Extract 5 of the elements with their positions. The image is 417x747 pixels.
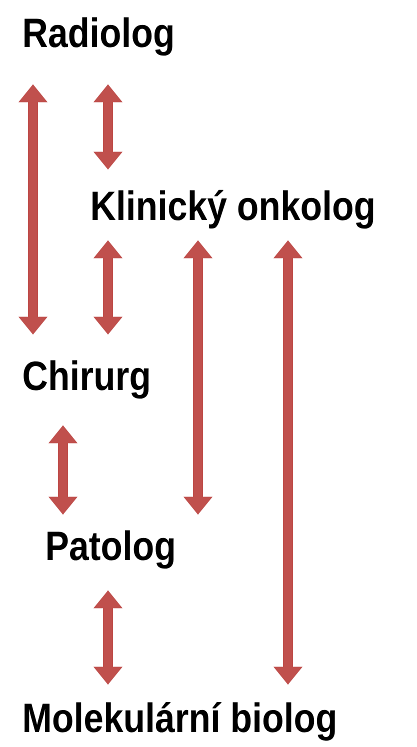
role-label: Chirurg bbox=[24, 360, 149, 399]
role-label: Molekulární biolog bbox=[24, 702, 335, 741]
role-label: Patolog bbox=[48, 530, 174, 569]
role-label: Klinický onkolog bbox=[92, 190, 374, 229]
role-label: Radiolog bbox=[24, 17, 172, 56]
